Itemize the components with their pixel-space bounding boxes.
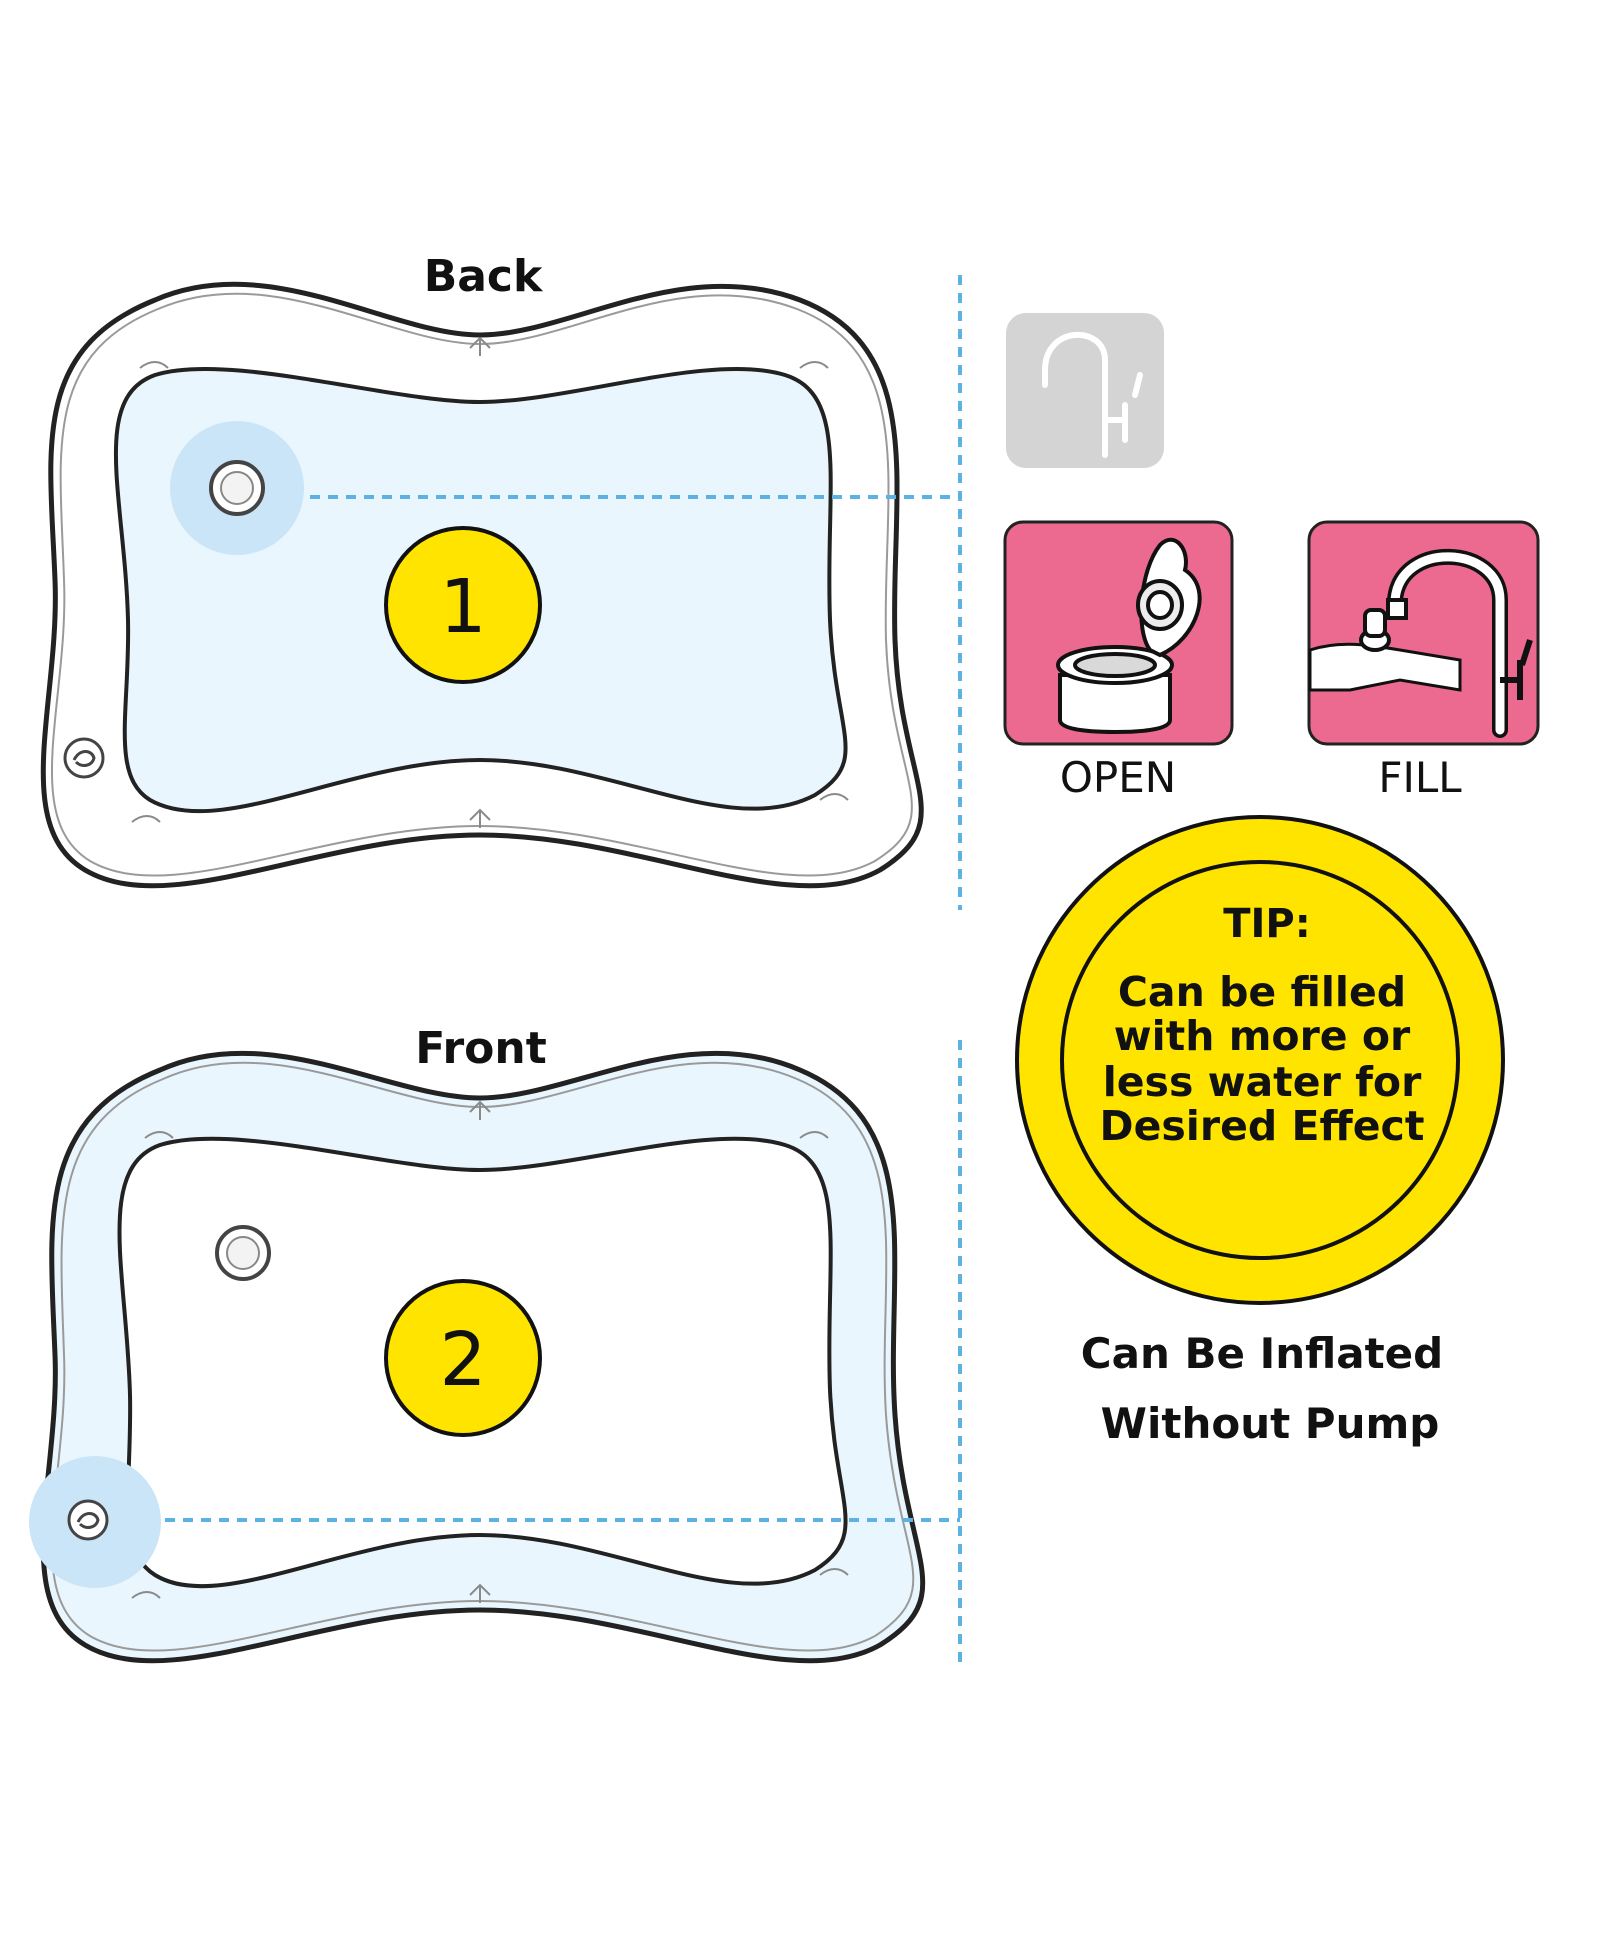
tip-line-2: with more or [1114, 1012, 1411, 1060]
tip-badge: TIP: Can be filled with more or less wat… [1015, 815, 1505, 1305]
inflate-note-line-2: Without Pump [1101, 1399, 1440, 1448]
tip-badge-outer [1015, 815, 1505, 1305]
back-mat-outer-outline-inner [50, 292, 913, 877]
inflate-note-line-1: Can Be Inflated [1081, 1329, 1443, 1378]
front-step-number: 2 [439, 1317, 486, 1403]
back-step-number: 1 [439, 564, 486, 650]
faucet-fill-icon [1308, 548, 1533, 738]
bottle-cap-icon [1056, 537, 1202, 735]
back-air-valve-icon [63, 737, 105, 779]
front-title: Front [415, 1023, 547, 1074]
back-title: Back [424, 251, 544, 302]
back-mat-seams [131, 336, 849, 828]
front-mat-seams [131, 1100, 849, 1603]
front-mat: 2 Front [29, 1023, 960, 1664]
open-step: OPEN [1003, 520, 1234, 802]
front-fill-valve-inner [226, 1236, 260, 1270]
tip-line-1: Can be filled [1118, 968, 1406, 1016]
tip-line-4: Desired Effect [1100, 1102, 1425, 1150]
front-step-badge [384, 1279, 542, 1437]
open-step-label: OPEN [1060, 753, 1176, 802]
fill-step-panel [1307, 520, 1540, 746]
faucet-icon [1042, 332, 1143, 458]
gray-faucet-panel [1006, 313, 1164, 468]
back-step-badge [384, 526, 542, 684]
front-air-valve-icon [67, 1499, 109, 1541]
fill-step: FILL [1307, 520, 1540, 802]
tip-line-3: less water for [1103, 1058, 1422, 1106]
tip-heading: TIP: [1223, 901, 1310, 947]
fill-step-label: FILL [1378, 753, 1462, 802]
back-mat: 1 Back [40, 251, 960, 889]
back-fill-valve-inner [220, 471, 254, 505]
tip-badge-inner-ring [1060, 860, 1460, 1260]
